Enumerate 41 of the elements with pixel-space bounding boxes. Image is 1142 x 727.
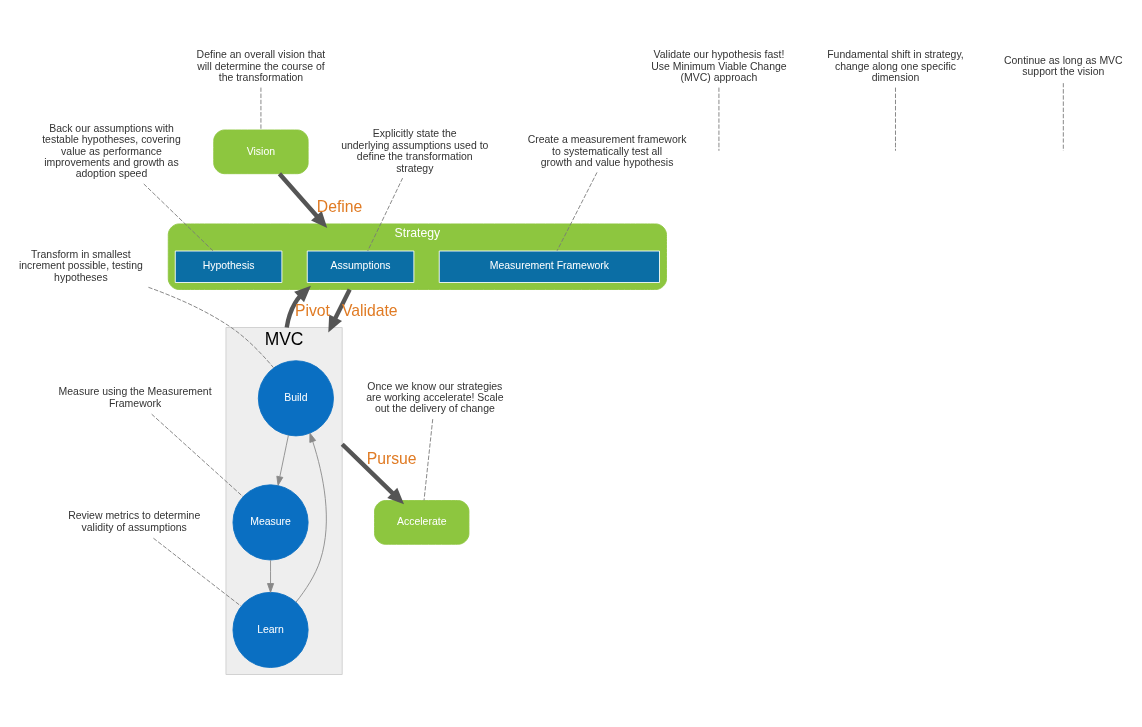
arrow bbox=[328, 288, 352, 332]
arrow bbox=[340, 442, 405, 504]
edge-label: Pursue bbox=[366, 449, 417, 467]
node-text: Back our assumptions with testable hypotheses, covering value as performance improvements and growth as adoption speed bbox=[42, 122, 181, 179]
node-text: Transform in smallest increment possible, testing hypotheses bbox=[18, 248, 143, 283]
connector bbox=[153, 537, 242, 607]
arrow bbox=[284, 285, 311, 328]
node-text: Continue as long as MVC support the vision bbox=[1003, 54, 1123, 77]
node-box: Measurement Framework bbox=[438, 250, 660, 283]
node-text: Review metrics to determine validity of assumptions bbox=[68, 509, 201, 533]
connector bbox=[151, 413, 244, 497]
connector bbox=[718, 86, 720, 151]
node-box: Hypothesis bbox=[174, 250, 283, 283]
connector bbox=[895, 86, 896, 151]
arrow bbox=[295, 432, 327, 602]
node-circle: Build bbox=[257, 359, 334, 436]
connector bbox=[423, 418, 434, 501]
node-text: Explicitly state the underlying assumptions used to define the transformation strategy bbox=[341, 127, 489, 174]
arrow bbox=[277, 171, 328, 228]
node-box: Vision bbox=[213, 129, 309, 174]
node-circle: Learn bbox=[232, 591, 309, 668]
arrow bbox=[276, 434, 289, 486]
connector bbox=[143, 183, 214, 251]
node-text: Define an overall vision that will determine the course of the transformation bbox=[196, 48, 326, 83]
connector bbox=[556, 171, 598, 251]
node-text: Once we know our strategies are working accelerate! Scale out the delivery of change bbox=[366, 380, 504, 414]
node-text: Fundamental shift in strategy, change along one specific dimension bbox=[827, 48, 964, 83]
edge-label: Define bbox=[316, 197, 363, 215]
node-circle: Measure bbox=[232, 483, 309, 560]
arrow bbox=[267, 559, 275, 593]
node-text: Measure using the Measurement Framework bbox=[58, 385, 212, 409]
node-box: Assumptions bbox=[306, 250, 415, 283]
connector bbox=[260, 86, 262, 130]
node-text: Create a measurement framework to systematically test all growth and value hypothesis bbox=[527, 133, 687, 168]
connector bbox=[367, 177, 404, 251]
node-box: Accelerate bbox=[374, 499, 470, 545]
edge-label: Pivot bbox=[295, 301, 330, 319]
connector bbox=[1062, 82, 1064, 151]
connector bbox=[148, 286, 274, 368]
node-text: Validate our hypothesis fast! Use Minimum Viable Change (MVC) approach bbox=[651, 48, 787, 83]
edge-label: Validate bbox=[341, 301, 398, 319]
